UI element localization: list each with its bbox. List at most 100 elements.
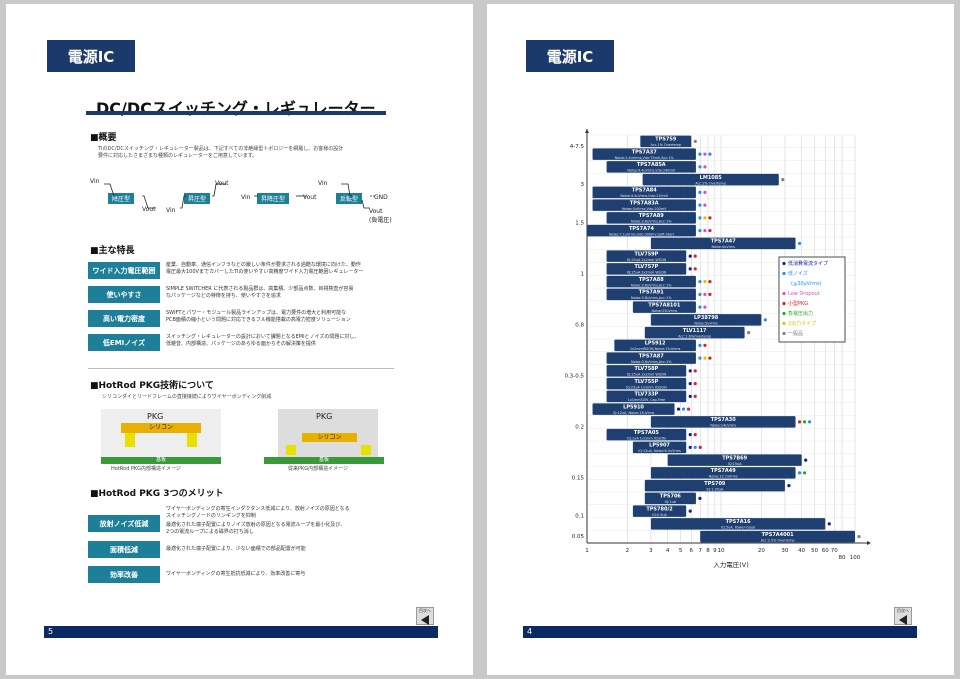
feature-wide-input-text-2: 電圧最大100VまでカバーしたTIの使いやすい高精度ワイド入力電圧範囲レギュレー… bbox=[166, 269, 364, 275]
merit-efficiency: 効率改善 bbox=[88, 566, 160, 583]
boost-box: 昇圧型 bbox=[184, 193, 211, 204]
product-spec: IQ:25uA 1x1mm X2SON bbox=[626, 385, 667, 389]
page-number: 5 bbox=[48, 627, 54, 636]
product-bar bbox=[587, 224, 696, 237]
legend-dot-icon bbox=[782, 311, 786, 316]
product-name: LP5907 bbox=[649, 443, 670, 449]
y-tick-label: 0.2 bbox=[575, 424, 584, 430]
feature-dot-icon bbox=[688, 433, 692, 437]
product-bar bbox=[642, 173, 779, 186]
legacy-pkg-label: PKG bbox=[316, 412, 333, 421]
legacy-pkg-illustration: PKG シリコン 基板 bbox=[264, 409, 384, 471]
product-name: TPS7A89 bbox=[639, 213, 665, 219]
feature-low-emi-text-2: 低雑音、内部構造、パッケージのあらゆる面からその解決策を提供 bbox=[166, 341, 316, 347]
product-spec: IQ:25uA 2x2mm WSON bbox=[627, 373, 667, 377]
feature-dot-icon bbox=[797, 471, 802, 475]
product-name: LP38798 bbox=[694, 315, 719, 321]
product-name: TPS7A83A bbox=[630, 200, 659, 206]
feature-dot-icon bbox=[802, 420, 807, 424]
inv-vin: Vin bbox=[318, 180, 328, 187]
hotrod-pkg-illustration: PKG シリコン 基板 bbox=[101, 409, 221, 471]
merit-noise: 放射ノイズ低減 bbox=[88, 515, 160, 532]
product-name: TPS780/2 bbox=[646, 506, 673, 512]
product-spec: Noise:23uVrms bbox=[652, 309, 678, 313]
merit-area-text: 最適化された端子配置により、少ない面積での部品配置が可能 bbox=[166, 546, 306, 552]
legend-entry: 低ノイズ bbox=[788, 270, 808, 277]
hotrod-caption: HotRod PKG内部構造イメージ bbox=[111, 466, 181, 472]
legacy-caption: 従来PKG内部構造イメージ bbox=[288, 466, 349, 472]
product-bar bbox=[650, 314, 762, 326]
product-name: TPS7A8101 bbox=[648, 302, 680, 308]
overview-text-2: 要件に対応したさまざまな種類のレギュレーターをご用意しています。 bbox=[98, 153, 258, 159]
buck-vout: Vout bbox=[142, 206, 156, 213]
product-bar bbox=[632, 441, 687, 454]
product-bar bbox=[644, 479, 785, 492]
back-to-toc-label: 目次へ bbox=[897, 608, 909, 613]
feature-dot-icon bbox=[708, 356, 712, 360]
feature-dot-icon bbox=[693, 254, 697, 258]
feature-dot-icon bbox=[693, 382, 697, 386]
product-bar bbox=[606, 263, 687, 275]
boost-vout: Vout bbox=[215, 180, 229, 187]
product-bar bbox=[606, 352, 696, 364]
x-tick-label: 100 bbox=[850, 555, 861, 561]
feature-dot-icon bbox=[698, 496, 702, 500]
product-spec: IQ:15uA bbox=[728, 462, 742, 466]
feature-dot-icon bbox=[797, 241, 802, 245]
feature-dot-icon bbox=[681, 407, 686, 411]
feature-dot-icon bbox=[698, 216, 702, 220]
product-bar bbox=[632, 301, 696, 313]
back-to-toc-button[interactable]: 目次へ bbox=[894, 607, 912, 625]
product-bar bbox=[606, 250, 687, 262]
buckboost-vin: Vin bbox=[241, 194, 251, 201]
product-name: TPS7A47 bbox=[711, 239, 737, 245]
feature-dot-icon bbox=[688, 254, 692, 258]
product-spec: IQ:0.5uA bbox=[652, 513, 667, 517]
product-spec: Noise:3.8uVrms,Acc:1% bbox=[631, 360, 672, 364]
feature-dot-icon bbox=[693, 369, 697, 373]
product-bar bbox=[606, 212, 696, 224]
buck-box: 降圧型 bbox=[108, 193, 135, 204]
feature-wide-input: ワイド入力電圧範囲 bbox=[88, 262, 160, 279]
product-name: TLV1117 bbox=[683, 328, 707, 334]
back-arrow-icon bbox=[899, 615, 907, 625]
y-tick-label: 4-7.5 bbox=[570, 144, 585, 150]
x-tick-label: 30 bbox=[781, 548, 788, 554]
back-to-toc-button[interactable]: 目次へ bbox=[416, 607, 434, 625]
feature-dot-icon bbox=[703, 203, 707, 207]
product-spec: Noise:3.8uVrms,Acc:1% bbox=[631, 283, 672, 287]
x-tick-label: 20 bbox=[758, 548, 765, 554]
feature-dot-icon bbox=[746, 331, 751, 335]
product-spec: Acc:1.6%Overtemp bbox=[678, 334, 711, 338]
product-name: LP5912 bbox=[645, 341, 666, 347]
product-name: TPS7A85A bbox=[637, 162, 666, 168]
feature-dot-icon bbox=[698, 343, 702, 347]
section-tab: 電源IC bbox=[526, 40, 614, 72]
product-spec: Noise:4.4uVrms,Vdo:110mV bbox=[620, 194, 668, 198]
product-name: TPS7A49 bbox=[711, 468, 737, 474]
product-bar bbox=[640, 135, 692, 148]
feature-dot-icon bbox=[703, 165, 707, 169]
product-spec: IQ:25uA 2x2mm WSON bbox=[627, 258, 667, 262]
product-spec: 1x1mmSON, Cap-Free bbox=[628, 398, 665, 402]
product-name: TPS7A37 bbox=[632, 149, 658, 155]
product-bar bbox=[606, 161, 696, 173]
feature-dot-icon bbox=[698, 229, 702, 233]
product-bar bbox=[606, 288, 696, 301]
feature-dot-icon bbox=[688, 445, 692, 449]
merit-noise-text-1: ワイヤーボンディングの寄生インダクタンス低減により、放射ノイズの原因となる bbox=[166, 506, 350, 512]
feature-power-density: 高い電力密度 bbox=[88, 310, 160, 327]
feature-dot-icon bbox=[698, 203, 702, 207]
feature-dot-icon bbox=[781, 178, 785, 182]
product-name: TPS706 bbox=[660, 494, 682, 500]
legend-dot-icon bbox=[782, 301, 786, 306]
feature-dot-icon bbox=[693, 267, 697, 271]
feature-dot-icon bbox=[698, 356, 702, 360]
y-tick-label: 0.15 bbox=[572, 475, 585, 481]
feature-ease-of-use-text-1: SIMPLE SWITCHER に代表される製品群は、高集積、少部品点数、目視検… bbox=[166, 286, 354, 292]
feature-dot-icon bbox=[703, 292, 707, 296]
product-spec: IQ:1.35uA bbox=[706, 487, 724, 491]
